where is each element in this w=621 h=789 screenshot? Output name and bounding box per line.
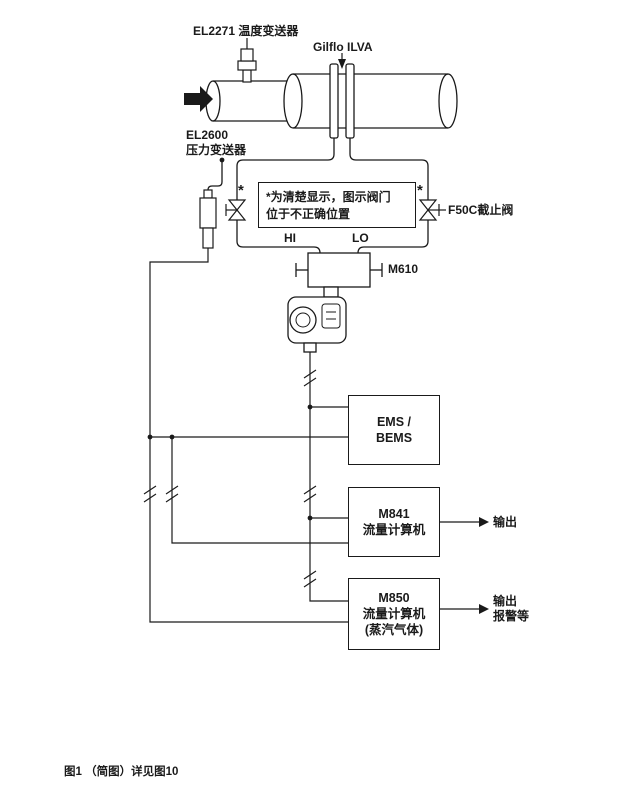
dp-transmitter-symbol — [287, 286, 347, 353]
output-arrow-m841-icon — [440, 517, 489, 527]
el2600-label-line1: EL2600 — [186, 128, 229, 142]
impulse-lines — [207, 138, 429, 254]
temperature-transmitter-symbol — [237, 38, 257, 83]
m841-box-line1: M841 — [378, 507, 410, 521]
asterisk-right: * — [417, 182, 423, 199]
ems-box-line2: BEMS — [375, 431, 413, 445]
ems-box-line1: EMS / — [376, 415, 412, 429]
line-break-marks — [143, 369, 317, 588]
pressure-transmitter-symbol — [199, 189, 217, 249]
el2600-label: EL2600 压力变送器 — [186, 128, 246, 158]
m850-output-line2: 报警等 — [493, 609, 530, 623]
valve-position-note: *为清楚显示，图示阀门 位于不正确位置 — [258, 182, 416, 228]
isolation-valve-left — [225, 199, 247, 221]
signal-wiring — [149, 248, 348, 623]
m610-label: M610 — [388, 262, 419, 276]
meter-pipe — [283, 73, 458, 129]
m841-output-label: 输出 — [493, 515, 518, 529]
m850-box-line2: 流量计算机 — [362, 607, 426, 621]
gilflo-label: Gilflo ILVA — [313, 40, 373, 54]
m841-box-line2: 流量计算机 — [362, 523, 426, 537]
m850-box-line1: M850 — [378, 591, 410, 605]
gilflo-pointer-arrow-icon — [338, 53, 346, 69]
output-arrow-m850-icon — [440, 604, 489, 614]
el2271-label: EL2271 温度变送器 — [193, 24, 299, 38]
asterisk-left: * — [238, 182, 244, 199]
note-line2: 位于不正确位置 — [266, 207, 351, 221]
junction-dots — [147, 157, 313, 521]
lo-port-label: LO — [352, 231, 369, 245]
figure-caption: 图1 （简图）详见图10 — [64, 766, 179, 778]
el2600-label-line2: 压力变送器 — [186, 143, 247, 157]
m850-output-label: 输出 报警等 — [493, 594, 529, 624]
note-line1: *为清楚显示，图示阀门 — [266, 190, 391, 204]
m850-box: M850 流量计算机 (蒸汽气体) — [348, 578, 440, 650]
flow-direction-arrow-icon — [184, 86, 213, 112]
ems-bems-box: EMS / BEMS — [348, 395, 440, 465]
isolation-valve-right — [418, 199, 446, 221]
m850-box-line3: (蒸汽气体) — [364, 623, 424, 637]
f50c-valve-label: F50C截止阀 — [448, 203, 514, 217]
gilflo-flow-element — [329, 63, 355, 139]
manifold-m610-symbol — [295, 252, 383, 288]
upstream-pipe — [205, 80, 287, 122]
m850-output-line1: 输出 — [493, 594, 518, 608]
hi-port-label: HI — [284, 231, 296, 245]
m841-box: M841 流量计算机 — [348, 487, 440, 557]
